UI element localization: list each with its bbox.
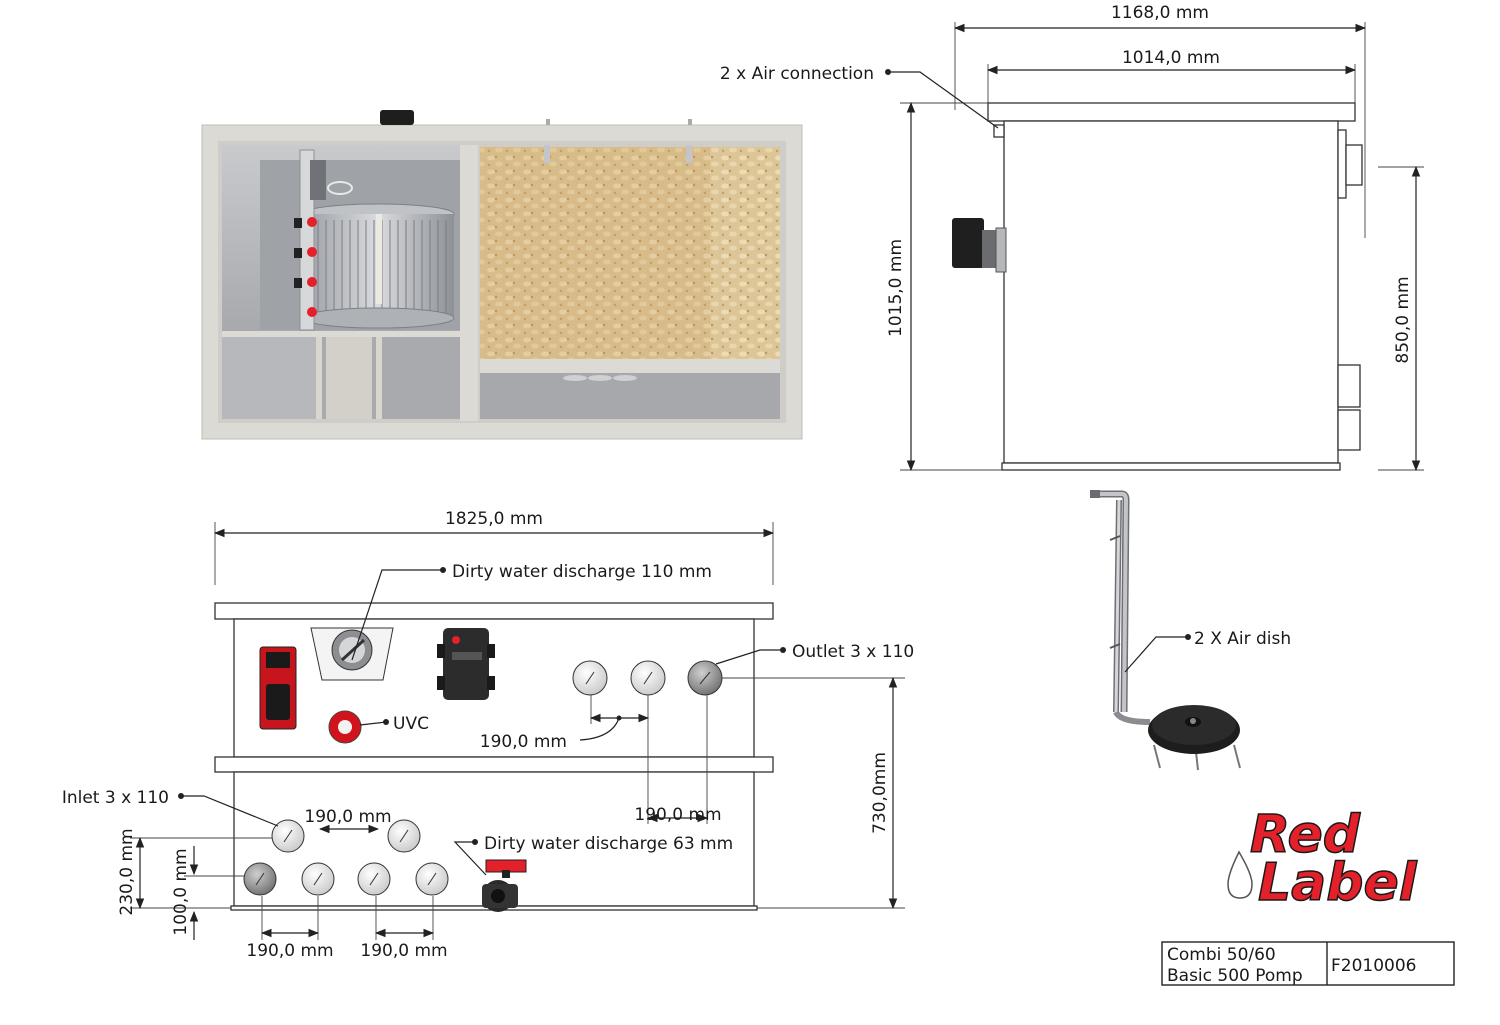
uvc-lamp-icon	[328, 710, 362, 744]
discharge-flange-icon	[310, 627, 394, 681]
dim-inlet-spacing-left: 190,0 mm	[246, 941, 333, 961]
title-block: Combi 50/60 Basic 500 Pomp F2010006	[1161, 941, 1455, 986]
red-label-logo: Red Label	[1227, 804, 1418, 914]
dim-width-inner: 1014,0 mm	[1122, 48, 1220, 68]
dim-front-width: 1825,0 mm	[445, 509, 543, 529]
label-air-dish: 2 X Air dish	[1194, 629, 1291, 649]
pump-control-icon	[437, 628, 495, 700]
label-air-connection: 2 x Air connection	[720, 64, 874, 84]
label-dirty-discharge-63: Dirty water discharge 63 mm	[484, 834, 733, 854]
label-inlet: Inlet 3 x 110	[62, 788, 169, 808]
inlet-ports	[243, 819, 449, 896]
dim-width-total: 1168,0 mm	[1111, 3, 1209, 23]
side-view: 1168,0 mm 1014,0 mm 1015,0 mm 850,0 mm 2…	[720, 3, 1424, 472]
dim-front-height: 730,0mm	[870, 752, 890, 834]
outlet-ports	[572, 660, 723, 696]
dim-height-body: 850,0 mm	[1393, 276, 1413, 363]
control-unit-icon	[259, 646, 297, 730]
logo-red: Red	[1250, 805, 1361, 865]
drum-filter	[294, 149, 455, 331]
label-outlet: Outlet 3 x 110	[792, 642, 914, 662]
logo-label: Label	[1258, 853, 1418, 913]
dim-outlet-spacing: 190,0 mm	[480, 732, 567, 752]
dim-inlet-height-upper: 230,0 mm	[117, 828, 137, 915]
front-view: 1825,0 mm	[62, 509, 914, 961]
dim-outlet-spacing-low: 190,0 mm	[634, 805, 721, 825]
dim-inlet-spacing-top: 190,0 mm	[304, 807, 391, 827]
side-motor-icon	[952, 218, 1007, 273]
title-line2: Basic 500 Pomp	[1167, 966, 1303, 986]
top-view-render	[201, 110, 803, 440]
drawing-code: F2010006	[1331, 956, 1417, 976]
drop-icon	[1227, 850, 1253, 899]
label-dirty-discharge-110: Dirty water discharge 110 mm	[452, 562, 712, 582]
dim-inlet-height-lower: 100,0 mm	[171, 848, 191, 935]
title-line1: Combi 50/60	[1167, 945, 1276, 965]
foam-media	[480, 147, 780, 359]
air-dish-assembly	[1090, 490, 1241, 771]
label-uvc: UVC	[393, 714, 429, 734]
dim-inlet-spacing-right: 190,0 mm	[360, 941, 447, 961]
motor-icon	[380, 110, 414, 125]
dim-height-total: 1015,0 mm	[886, 239, 906, 337]
ball-valve-icon	[482, 859, 527, 912]
